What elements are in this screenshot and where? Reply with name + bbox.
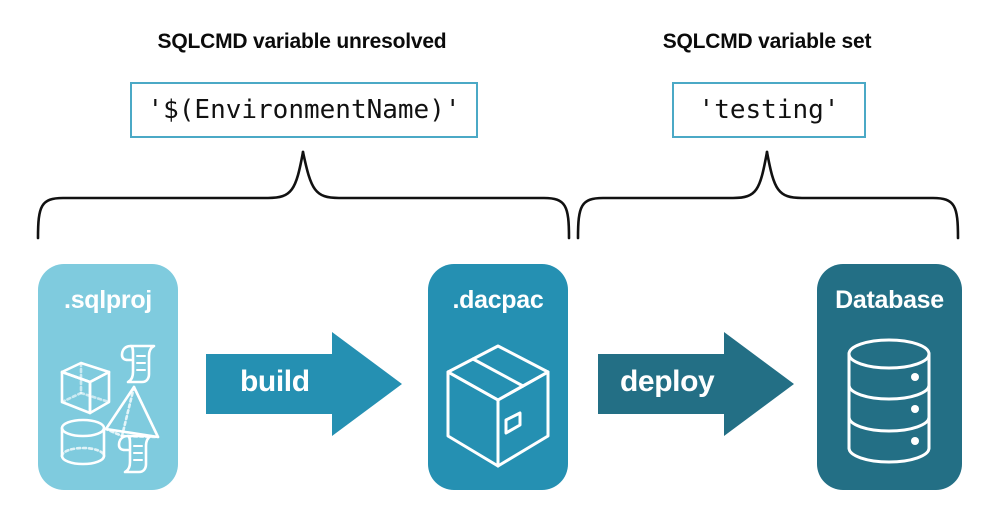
stage-card-database: Database — [817, 264, 962, 490]
arrow-deploy: deploy — [598, 332, 794, 436]
arrow-right-icon-build — [206, 332, 402, 436]
sqlcmd-value-set-box: 'testing' — [672, 82, 866, 138]
cube-shape — [60, 361, 111, 415]
sqlcmd-value-set-text: 'testing' — [698, 95, 840, 125]
arrow-build-label: build — [240, 365, 310, 398]
cylinder-shape — [60, 418, 106, 466]
arrow-right-icon-deploy — [598, 332, 794, 436]
project-artifacts-icon — [60, 344, 160, 474]
stage-card-dacpac: .dacpac — [428, 264, 568, 490]
sqlcmd-value-unresolved-box: '$(EnvironmentName)' — [130, 82, 478, 138]
stage-card-sqlproj: .sqlproj — [38, 264, 178, 490]
arrow-build: build — [206, 332, 402, 436]
script-scroll-icon-top — [120, 344, 156, 384]
group-title-unresolved: SQLCMD variable unresolved — [157, 30, 447, 53]
database-cylinder-icon — [847, 338, 931, 464]
arrow-deploy-label: deploy — [620, 365, 715, 398]
sqlcmd-value-unresolved-text: '$(EnvironmentName)' — [147, 95, 461, 125]
group-title-set: SQLCMD variable set — [662, 30, 872, 53]
curly-brace-up-icon-right — [576, 150, 960, 240]
stage-card-sqlproj-label: .sqlproj — [64, 286, 152, 314]
stage-card-dacpac-label: .dacpac — [452, 286, 544, 314]
stage-card-database-label: Database — [835, 286, 944, 314]
curly-brace-up-icon-left — [36, 150, 571, 240]
script-scroll-icon-bottom — [117, 434, 153, 474]
package-box-icon — [446, 344, 550, 468]
pyramid-shape — [104, 385, 160, 439]
